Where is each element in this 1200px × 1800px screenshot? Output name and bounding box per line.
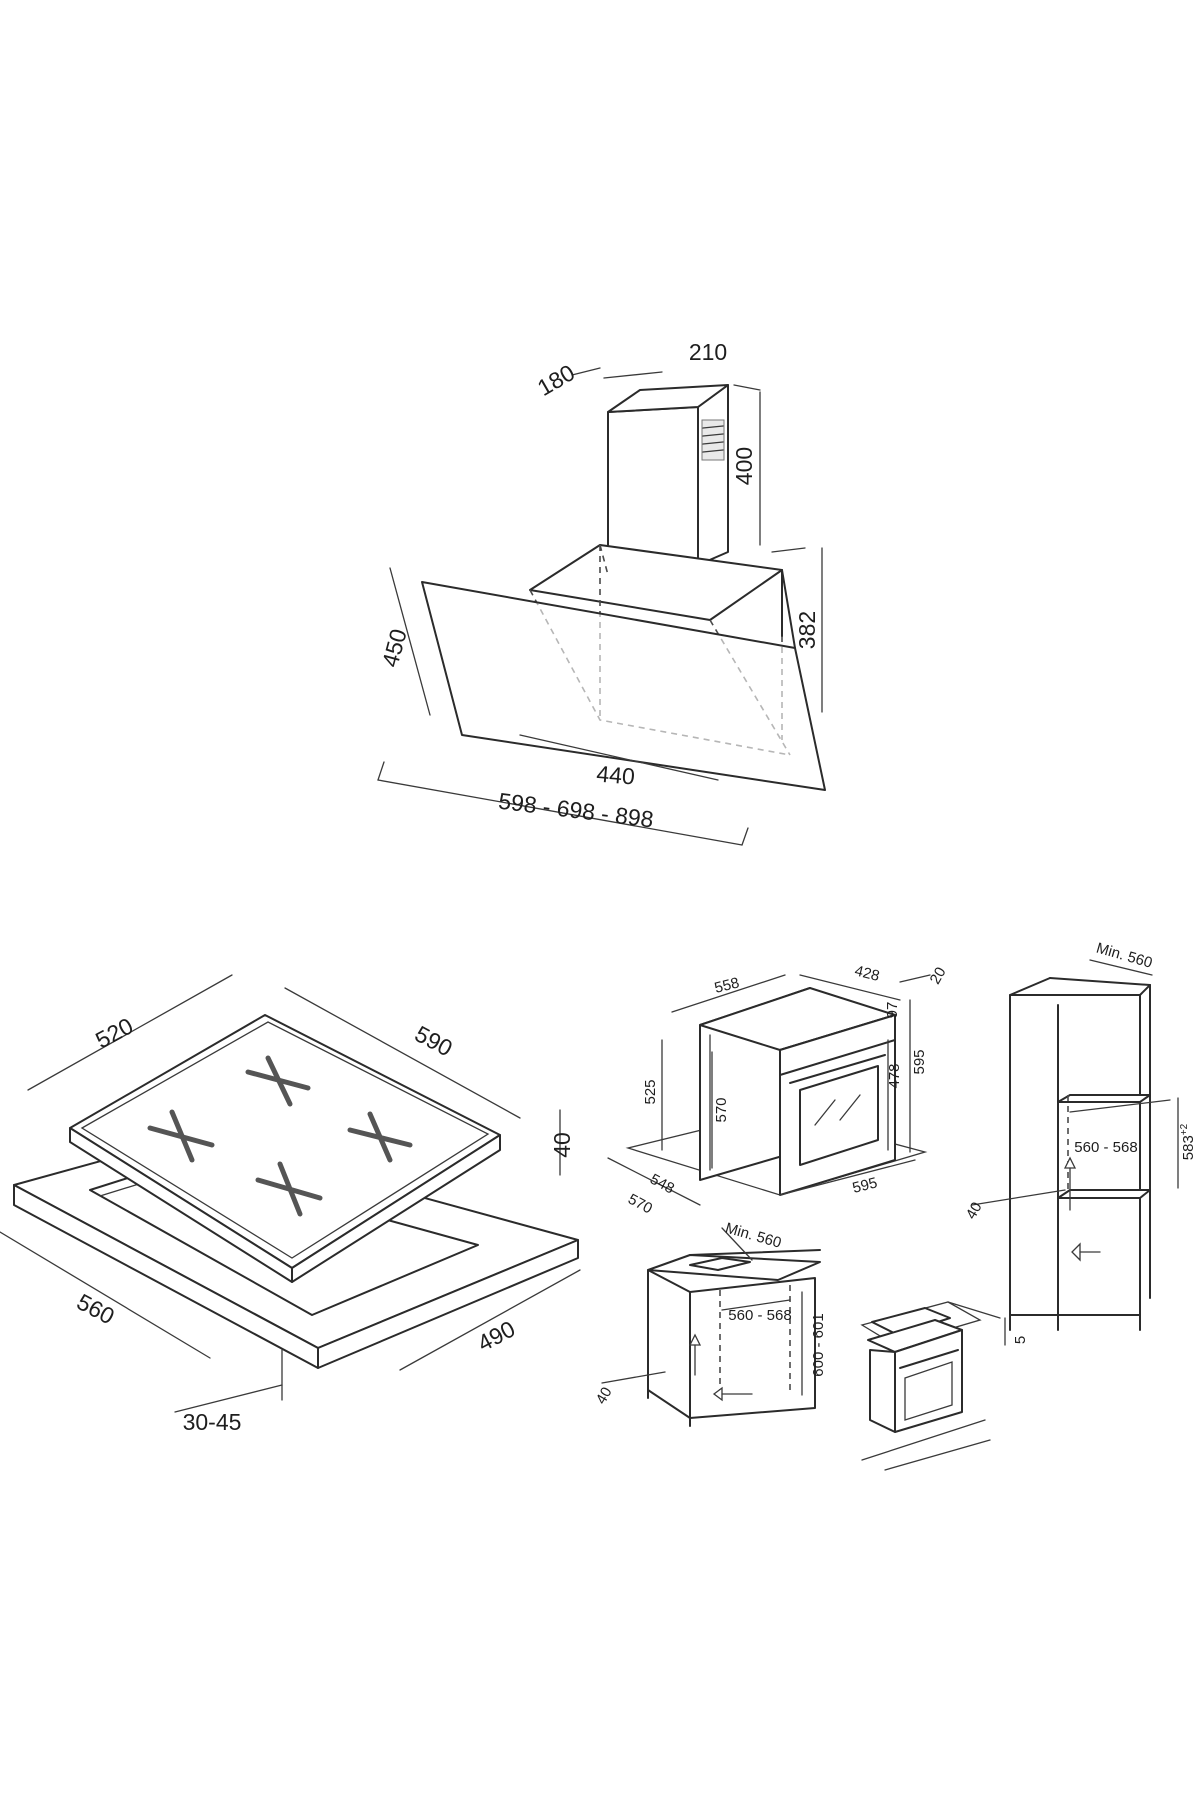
oven-base-depth-outer-label: 570: [625, 1191, 655, 1218]
burner-icon: [255, 1161, 323, 1217]
tall-cabinet-niche-height-label: 583+2: [1179, 1123, 1197, 1160]
oven-door-height-label: 570: [713, 1097, 730, 1122]
oven-inner-height-label: 478: [886, 1063, 903, 1088]
oven-drawing: 558 428 20 97 595 478 525 570 548 570 59…: [607, 962, 950, 1218]
airflow-arrow-icon: [688, 1333, 702, 1376]
tall-cabinet-vent-gap-label: 40: [963, 1199, 986, 1222]
airflow-arrow-icon: [1071, 1242, 1101, 1262]
hob-over-oven-gap-label: 5: [1012, 1336, 1029, 1344]
counter-cabinet-front: [647, 1269, 691, 1419]
oven-top-depth-label: 558: [713, 974, 741, 997]
oven-height-label: 595: [911, 1049, 928, 1074]
tall-cabinet-shelf-top: [1057, 1094, 1151, 1103]
hob-over-oven-drawing: 5: [860, 1301, 1029, 1471]
cooker-hood-drawing: 180 210 400 450 382 440 598 - 698 - 898: [377, 339, 826, 846]
counter-top: [647, 1254, 821, 1281]
hob-width-label: 590: [411, 1020, 457, 1061]
oven-door-handle: [789, 1054, 886, 1084]
hob-thickness-label: 40: [549, 1132, 575, 1158]
under-counter-min-depth-label: Min. 560: [723, 1220, 783, 1252]
hood-chimney-top: [607, 384, 729, 413]
tall-cabinet-shelf-bottom: [1057, 1189, 1151, 1199]
under-counter-vent-gap-label: 40: [593, 1384, 616, 1407]
hood-chimney-height-label: 400: [731, 447, 757, 485]
hob-worktop-side: [317, 1239, 579, 1369]
hob-drawing: 520 590 40 560 490 30-45: [0, 974, 581, 1435]
under-counter-drawing: Min. 560 560 - 568 600 - 601 40: [593, 1220, 827, 1427]
under-counter-niche-width-label: 560 - 568: [728, 1307, 791, 1324]
hood-body-height-label: 382: [794, 611, 820, 649]
burner-icon: [147, 1109, 215, 1163]
oven-top-lip-label: 20: [927, 964, 950, 987]
airflow-arrow-icon: [1063, 1156, 1077, 1211]
hood-glass-panel: [421, 581, 826, 791]
tall-cabinet-niche-width-label: 560 - 568: [1074, 1139, 1137, 1156]
hood-depth-top-label: 180: [533, 359, 579, 401]
oven-control-panel: [779, 1014, 896, 1076]
tall-cabinet-front: [1009, 994, 1141, 1316]
hood-width-top-label: 210: [689, 339, 727, 365]
tall-cabinet-drawing: Min. 560 560 - 568 583+2 40: [963, 940, 1197, 1331]
airflow-arrow-icon: [712, 1386, 753, 1402]
burner-icon: [245, 1055, 311, 1107]
hob-mini: [871, 1307, 951, 1336]
oven-width-label: 595: [851, 1174, 879, 1197]
oven-door-window: [799, 1065, 879, 1166]
oven-mini: [869, 1349, 896, 1433]
oven-side-height-label: 525: [642, 1079, 659, 1104]
oven-lip-height-label: 97: [884, 1002, 901, 1019]
hob-worktop-label: 30-45: [183, 1409, 242, 1435]
oven-mini-window: [904, 1361, 953, 1421]
tall-cabinet-min-depth-label: Min. 560: [1094, 940, 1154, 972]
hob-depth-label: 520: [91, 1012, 137, 1053]
oven-top-inner-label: 428: [853, 962, 881, 985]
hob-cutout-depth-label: 560: [73, 1288, 119, 1329]
hob-glass-inner-frame: [80, 1021, 490, 1259]
hood-inner-width-label: 440: [595, 760, 635, 789]
hood-overall-width-label: 598 - 698 - 898: [497, 788, 655, 833]
hob-cutout-width-label: 490: [473, 1315, 519, 1356]
hood-chimney-side: [697, 384, 729, 566]
under-counter-niche-height-label: 600 - 601: [810, 1313, 827, 1376]
hood-glass-height-label: 450: [377, 626, 412, 670]
burner-icon: [347, 1111, 413, 1163]
oven-base-depth-label: 548: [647, 1171, 677, 1198]
